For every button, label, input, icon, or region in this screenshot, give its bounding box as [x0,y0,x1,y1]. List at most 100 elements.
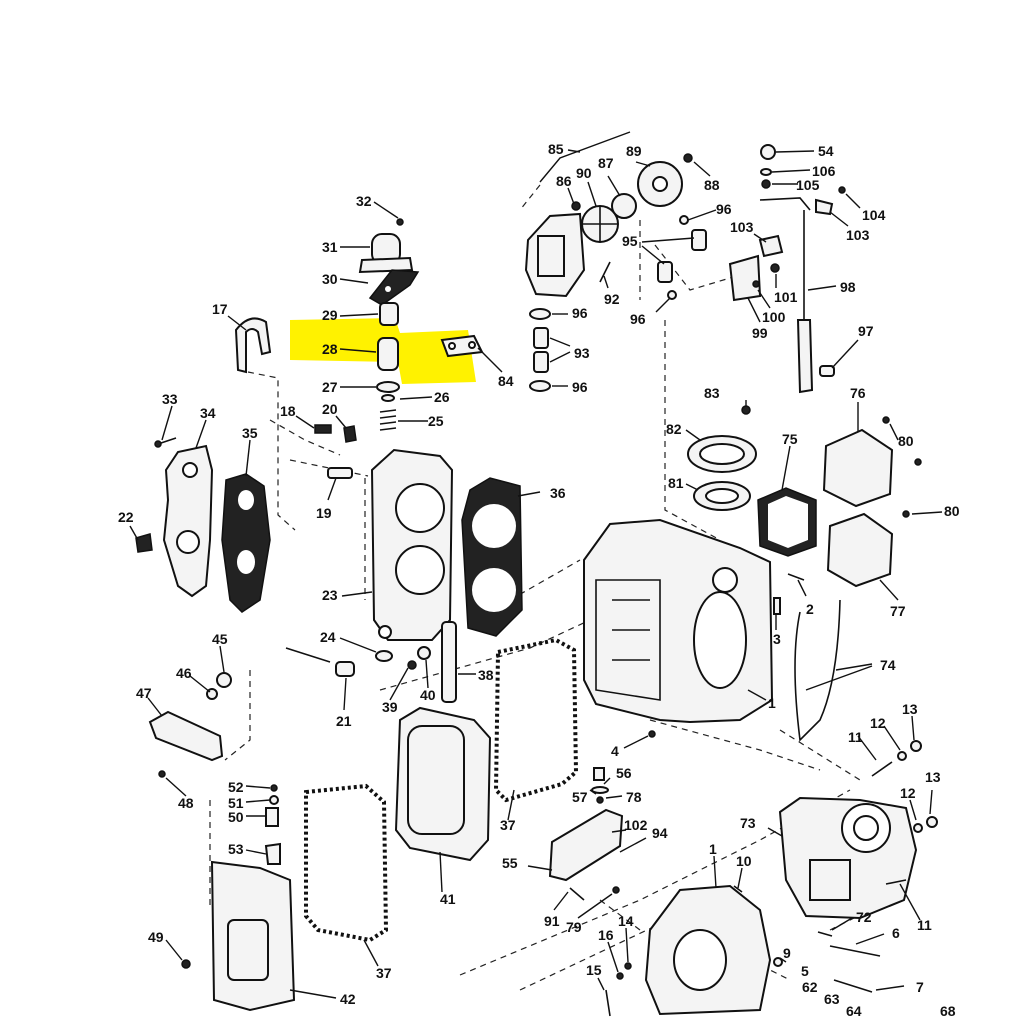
label-p15: 15 [586,962,602,978]
label-p26: 26 [434,389,450,405]
label-p11b: 11 [917,917,932,933]
label-p37a: 37 [500,817,516,833]
label-p12b: 12 [900,785,916,801]
label-p6: 6 [892,925,900,941]
label-p27: 27 [322,379,338,395]
label-p82: 82 [666,421,682,437]
label-p23: 23 [322,587,338,603]
label-p57: 57 [572,789,588,805]
label-p89: 89 [626,143,642,159]
label-p14: 14 [618,913,634,929]
label-p96d: 96 [572,379,588,395]
label-p25: 25 [428,413,444,429]
leader-lines [129,131,943,999]
label-p80b: 80 [944,503,960,519]
label-p31: 31 [322,239,338,255]
label-p68: 68 [940,1003,956,1019]
label-p64: 64 [846,1003,862,1019]
label-p73: 73 [740,815,756,831]
label-p39: 39 [382,699,398,715]
label-p36: 36 [550,485,566,501]
label-p87: 87 [598,155,614,171]
label-p90: 90 [576,165,592,181]
label-p18: 18 [280,403,296,419]
label-p80a: 80 [898,433,914,449]
label-p13a: 13 [902,701,918,717]
label-p48: 48 [178,795,194,811]
label-p85: 85 [548,141,564,157]
label-p21: 21 [336,713,352,729]
part-labels: 1 1 2 3 4 5 6 7 9 10 11 11 12 12 13 13 1… [118,141,960,1019]
label-p95: 95 [622,233,638,249]
label-p33: 33 [162,391,178,407]
label-p56: 56 [616,765,632,781]
label-p78: 78 [626,789,642,805]
label-p28: 28 [322,341,338,357]
label-p98: 98 [840,279,856,295]
label-p47: 47 [136,685,152,701]
label-p88: 88 [704,177,720,193]
label-p91: 91 [544,913,560,929]
label-p1a: 1 [768,695,776,711]
label-p37b: 37 [376,965,392,981]
label-p42: 42 [340,991,356,1007]
label-p92: 92 [604,291,620,307]
label-p7: 7 [916,979,924,995]
part-drawings [135,144,938,1017]
label-p49: 49 [148,929,164,945]
label-p105: 105 [796,177,820,193]
label-p86: 86 [556,173,572,189]
label-p16: 16 [598,927,614,943]
label-p102: 102 [624,817,648,833]
label-p45: 45 [212,631,228,647]
label-p79: 79 [566,919,582,935]
label-p96c: 96 [572,305,588,321]
label-p96a: 96 [716,201,732,217]
label-p2: 2 [806,601,814,617]
label-p53: 53 [228,841,244,857]
label-p38: 38 [478,667,494,683]
label-p103a: 103 [730,219,754,235]
label-p101: 101 [774,289,798,305]
label-p104: 104 [862,207,886,223]
label-p32: 32 [356,193,372,209]
label-p35: 35 [242,425,258,441]
label-p74: 74 [880,657,896,673]
assembly-guide-lines [209,184,861,991]
label-p1b: 1 [709,841,717,857]
label-p24: 24 [320,629,336,645]
label-p81: 81 [668,475,684,491]
label-p12a: 12 [870,715,886,731]
label-p75: 75 [782,431,798,447]
label-p19: 19 [316,505,332,521]
label-p5: 5 [801,963,809,979]
label-p13b: 13 [925,769,941,785]
label-p30: 30 [322,271,338,287]
label-p20: 20 [322,401,338,417]
label-p3: 3 [773,631,781,647]
label-p96b: 96 [630,311,646,327]
label-p99: 99 [752,325,768,341]
label-p63: 63 [824,991,840,1007]
label-p72: 72 [856,909,872,925]
label-p9: 9 [783,945,791,961]
label-p100: 100 [762,309,786,325]
label-p50: 50 [228,809,244,825]
label-p77: 77 [890,603,906,619]
label-p106: 106 [812,163,836,179]
label-p29: 29 [322,307,338,323]
label-p83: 83 [704,385,720,401]
label-p10: 10 [736,853,752,869]
label-p17: 17 [212,301,228,317]
label-p97: 97 [858,323,874,339]
label-p93: 93 [574,345,590,361]
label-p41: 41 [440,891,456,907]
label-p46: 46 [176,665,192,681]
label-p34: 34 [200,405,216,421]
label-p76: 76 [850,385,866,401]
label-p52: 52 [228,779,244,795]
label-p4: 4 [611,743,619,759]
label-p11a: 11 [848,729,863,745]
label-p94: 94 [652,825,668,841]
